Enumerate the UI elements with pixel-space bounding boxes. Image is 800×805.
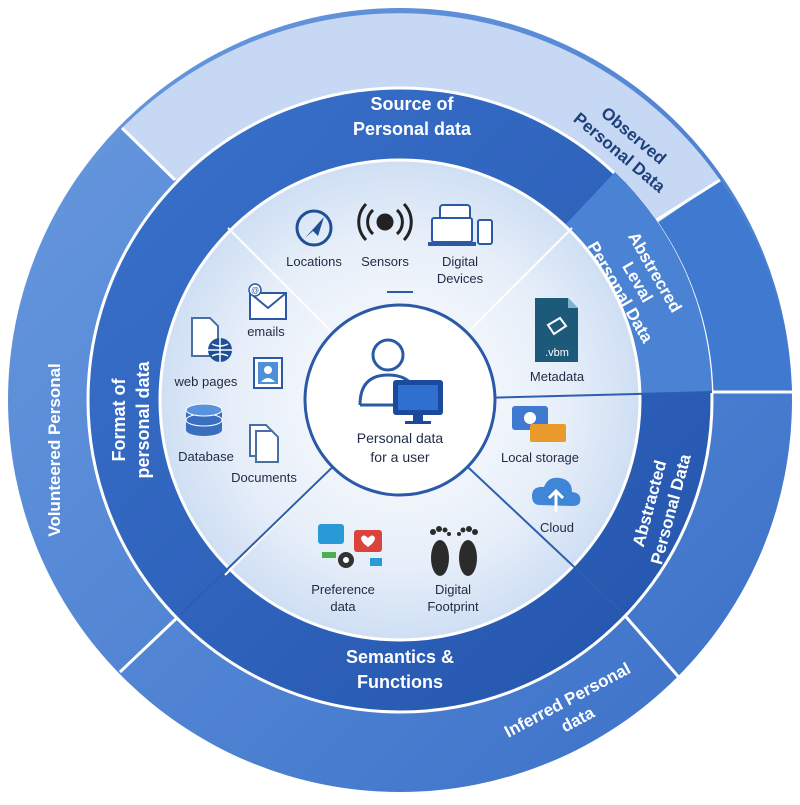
digital-devices-label-1: Digital (442, 254, 478, 269)
location-icon (295, 209, 333, 247)
metadata-file-icon (535, 298, 578, 362)
preference-icon (318, 524, 382, 568)
metadata-label: Metadata (530, 369, 585, 384)
footprint-label-2: Footprint (427, 599, 479, 614)
locations-label: Locations (286, 254, 342, 269)
database-label: Database (178, 449, 234, 464)
volunteered-title: Volunteered Personal (45, 363, 64, 537)
devices-icon (428, 204, 493, 246)
sensors-label: Sensors (361, 254, 409, 269)
documents-label: Documents (231, 470, 297, 485)
footprint-icon (430, 526, 478, 576)
documents-icon (249, 424, 279, 463)
source-title-2: Personal data (353, 119, 472, 139)
local-storage-label: Local storage (501, 450, 579, 465)
source-title-1: Source of (370, 94, 454, 114)
center-label-2: for a user (370, 449, 429, 465)
preference-label-1: Preference (311, 582, 375, 597)
format-title-2: personal data (133, 360, 153, 478)
semantics-title-2: Functions (357, 672, 443, 692)
contact-card-icon (253, 357, 283, 389)
svg-text:@: @ (251, 286, 259, 295)
digital-devices-label-2: Devices (437, 271, 484, 286)
web-page-icon (191, 317, 232, 362)
preference-label-2: data (330, 599, 356, 614)
web-pages-label: web pages (174, 374, 238, 389)
format-title-1: Format of (109, 377, 129, 461)
emails-label: emails (247, 324, 285, 339)
cloud-upload-icon (532, 477, 581, 512)
metadata-file-ext: .vbm (545, 347, 569, 359)
monitor-icon (393, 380, 443, 424)
database-icon (185, 403, 223, 436)
email-icon: @ (248, 283, 287, 320)
local-storage-icon (512, 406, 566, 442)
footprint-label-1: Digital (435, 582, 471, 597)
sensor-icon (357, 202, 413, 242)
cloud-label: Cloud (540, 520, 574, 535)
center-label-1: Personal data (357, 430, 444, 446)
semantics-title-1: Semantics & (346, 647, 454, 667)
